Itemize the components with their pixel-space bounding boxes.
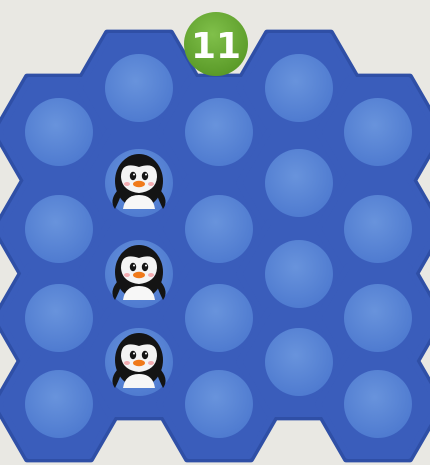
board-hole[interactable] [344, 195, 412, 263]
hole-circle [105, 54, 173, 122]
hole-circle [185, 98, 253, 166]
board-hole[interactable] [25, 195, 93, 263]
hole-circle [265, 240, 333, 308]
hole-circle [344, 195, 412, 263]
board-hole[interactable] [105, 54, 173, 122]
board-hole[interactable] [344, 370, 412, 438]
hole-circle [25, 370, 93, 438]
level-number: 11 [191, 26, 241, 67]
hole-circle [344, 98, 412, 166]
board-hole[interactable] [265, 328, 333, 396]
hole-circle [185, 284, 253, 352]
board-hole[interactable] [265, 54, 333, 122]
hole-circle [185, 370, 253, 438]
board-hole[interactable] [25, 98, 93, 166]
board-hole[interactable] [105, 240, 173, 308]
board-hole[interactable] [265, 149, 333, 217]
board-hole[interactable] [105, 149, 173, 217]
hole-circle [265, 149, 333, 217]
hole-circle [25, 98, 93, 166]
board-hole[interactable] [265, 240, 333, 308]
board-hole[interactable] [185, 370, 253, 438]
hole-circle [265, 328, 333, 396]
hole-circle [185, 195, 253, 263]
board-hole[interactable] [344, 284, 412, 352]
hole-circle [25, 195, 93, 263]
hole-circle [344, 284, 412, 352]
hole-circle [25, 284, 93, 352]
board-hole[interactable] [185, 195, 253, 263]
board-hole[interactable] [105, 328, 173, 396]
hole-circle [344, 370, 412, 438]
hole-grid [25, 54, 412, 438]
board-hole[interactable] [25, 284, 93, 352]
level-badge: 11 [184, 12, 248, 76]
board-hole[interactable] [344, 98, 412, 166]
board-hole[interactable] [25, 370, 93, 438]
hole-circle [265, 54, 333, 122]
board-hole[interactable] [185, 98, 253, 166]
board-hole[interactable] [185, 284, 253, 352]
